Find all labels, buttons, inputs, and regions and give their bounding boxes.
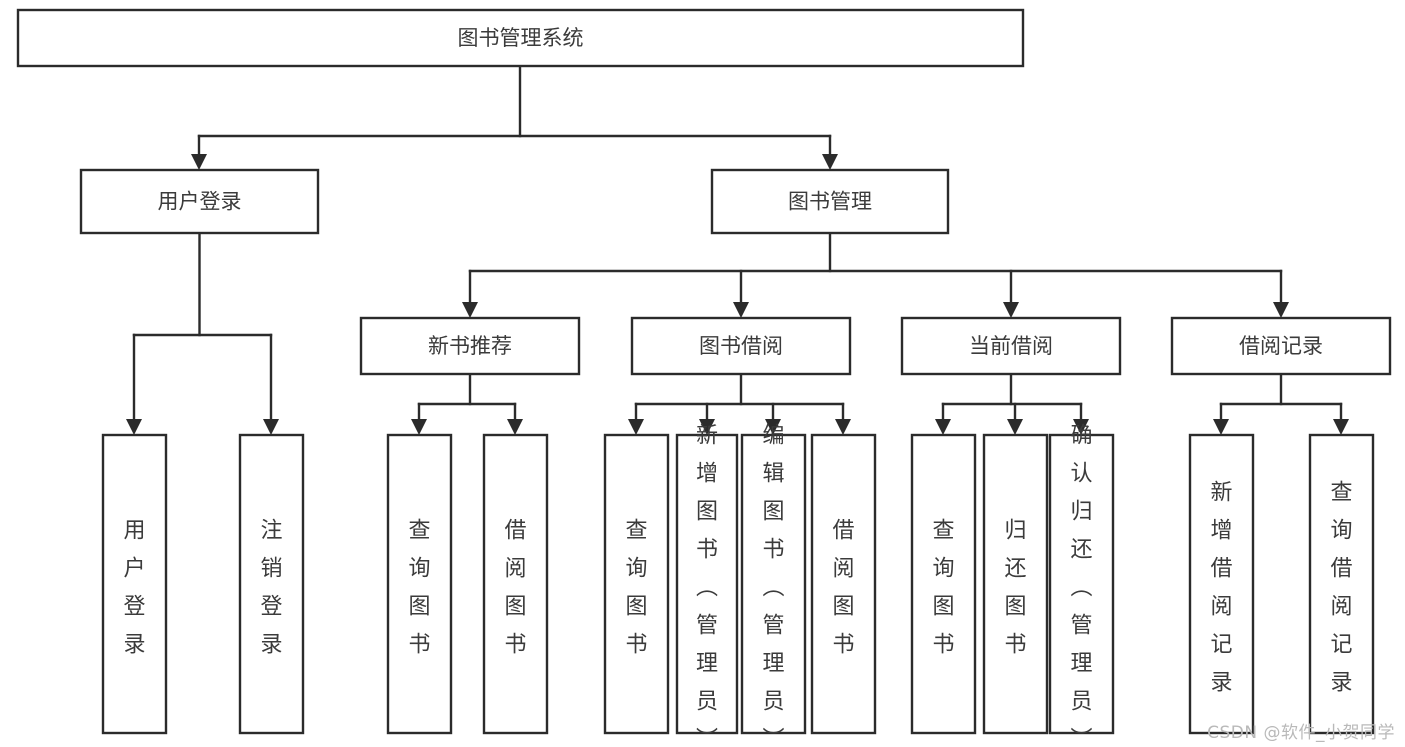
book-manage-to-l3-1-arrowhead: [733, 302, 749, 318]
node-leaf-user-logout-rect[interactable]: [238, 433, 305, 735]
node-leaf-query-book-3[interactable]: 查询图书: [910, 433, 977, 735]
node-book-borrow-rect[interactable]: [630, 316, 852, 376]
node-book-borrow[interactable]: 图书借阅: [630, 316, 852, 376]
node-leaf-add-record[interactable]: 新增借阅记录: [1188, 433, 1255, 735]
node-user-login[interactable]: 用户登录: [79, 168, 320, 235]
node-new-book-recommend-rect[interactable]: [359, 316, 581, 376]
node-leaf-confirm-return[interactable]: 确认归还︵管理员︶: [1048, 424, 1115, 747]
book-manage-to-l3-2-arrowhead: [1003, 302, 1019, 318]
node-leaf-user-logout[interactable]: 注销登录: [238, 433, 305, 735]
user-login-to-leaf-0-arrowhead: [126, 419, 142, 435]
node-leaf-return-book-rect[interactable]: [982, 433, 1049, 735]
node-leaf-query-book-3-label: 查询图书: [932, 519, 954, 658]
l3-3-to-leaf-arrowhead: [1213, 419, 1229, 435]
node-leaf-confirm-return-rect[interactable]: [1048, 433, 1115, 735]
node-leaf-borrow-book-2[interactable]: 借阅图书: [810, 433, 877, 735]
node-root-system-label: 图书管理系统: [458, 26, 584, 50]
node-borrow-record[interactable]: 借阅记录: [1170, 316, 1392, 376]
connectors-layer: [126, 64, 1349, 435]
node-book-manage-rect[interactable]: [710, 168, 950, 235]
node-leaf-edit-book[interactable]: 编辑图书︵管理员︶: [740, 424, 807, 747]
node-leaf-user-login-label: 用户登录: [123, 519, 145, 658]
node-new-book-recommend[interactable]: 新书推荐: [359, 316, 581, 376]
node-root-system-rect[interactable]: [16, 8, 1025, 68]
node-leaf-query-record-label: 查询借阅记录: [1330, 481, 1352, 696]
node-leaf-borrow-book-2-label: 借阅图书: [832, 519, 854, 658]
l3-1-to-leaf-arrowhead: [765, 419, 781, 435]
node-leaf-query-record[interactable]: 查询借阅记录: [1308, 433, 1375, 735]
node-leaf-query-book-3-rect[interactable]: [910, 433, 977, 735]
l3-0-to-leaf-arrowhead: [411, 419, 427, 435]
node-leaf-user-login[interactable]: 用户登录: [101, 433, 168, 735]
node-leaf-confirm-return-label: 确认归还︵管理员︶: [1070, 424, 1092, 747]
node-leaf-query-record-rect[interactable]: [1308, 433, 1375, 735]
node-leaf-return-book-label: 归还图书: [1004, 519, 1026, 658]
node-borrow-record-rect[interactable]: [1170, 316, 1392, 376]
node-leaf-user-logout-label: 注销登录: [260, 519, 282, 658]
l3-1-to-leaf-arrowhead: [835, 419, 851, 435]
l3-0-to-leaf-arrowhead: [507, 419, 523, 435]
l3-2-to-leaf-arrowhead: [935, 419, 951, 435]
node-borrow-record-label: 借阅记录: [1239, 334, 1323, 358]
l3-3-to-leaf-arrowhead: [1333, 419, 1349, 435]
node-leaf-add-book[interactable]: 新增图书︵管理员︶: [675, 424, 739, 747]
book-manage-to-l3-3-arrowhead: [1273, 302, 1289, 318]
node-leaf-add-book-rect[interactable]: [675, 433, 739, 735]
node-leaf-query-book-1-label: 查询图书: [408, 519, 430, 658]
node-leaf-add-book-label: 新增图书︵管理员︶: [696, 424, 718, 747]
l3-2-to-leaf-arrowhead: [1007, 419, 1023, 435]
node-leaf-query-book-2-label: 查询图书: [625, 519, 647, 658]
book-manage-to-l3-0-arrowhead: [462, 302, 478, 318]
node-leaf-borrow-book-1-label: 借阅图书: [504, 519, 526, 658]
user-login-to-leaf-1-arrowhead: [263, 419, 279, 435]
node-leaf-borrow-book-2-rect[interactable]: [810, 433, 877, 735]
node-current-borrow-rect[interactable]: [900, 316, 1122, 376]
node-user-login-rect[interactable]: [79, 168, 320, 235]
node-new-book-recommend-label: 新书推荐: [428, 334, 512, 358]
node-leaf-query-book-2[interactable]: 查询图书: [603, 433, 670, 735]
root-to-l2-0-arrowhead: [191, 154, 207, 170]
node-current-borrow[interactable]: 当前借阅: [900, 316, 1122, 376]
node-book-borrow-label: 图书借阅: [699, 334, 783, 358]
l3-2-to-leaf-arrowhead: [1073, 419, 1089, 435]
node-leaf-query-book-2-rect[interactable]: [603, 433, 670, 735]
nodes-layer: 图书管理系统用户登录图书管理新书推荐图书借阅当前借阅借阅记录用户登录注销登录查询…: [16, 8, 1392, 747]
node-leaf-add-record-label: 新增借阅记录: [1210, 481, 1232, 696]
node-leaf-borrow-book-1[interactable]: 借阅图书: [482, 433, 549, 735]
node-leaf-add-record-rect[interactable]: [1188, 433, 1255, 735]
node-root-system[interactable]: 图书管理系统: [16, 8, 1025, 68]
node-leaf-borrow-book-1-rect[interactable]: [482, 433, 549, 735]
l3-1-to-leaf-arrowhead: [628, 419, 644, 435]
node-book-manage[interactable]: 图书管理: [710, 168, 950, 235]
node-leaf-return-book[interactable]: 归还图书: [982, 433, 1049, 735]
node-leaf-query-book-1[interactable]: 查询图书: [386, 433, 453, 735]
node-leaf-edit-book-label: 编辑图书︵管理员︶: [762, 424, 784, 747]
node-leaf-edit-book-rect[interactable]: [740, 433, 807, 735]
node-book-manage-label: 图书管理: [788, 190, 872, 214]
node-user-login-label: 用户登录: [158, 190, 242, 214]
l3-1-to-leaf-arrowhead: [699, 419, 715, 435]
node-leaf-user-login-rect[interactable]: [101, 433, 168, 735]
csdn-watermark: CSDN @软件_小贺同学: [1207, 723, 1395, 743]
node-leaf-query-book-1-rect[interactable]: [386, 433, 453, 735]
root-to-l2-1-arrowhead: [822, 154, 838, 170]
node-current-borrow-label: 当前借阅: [969, 334, 1053, 358]
